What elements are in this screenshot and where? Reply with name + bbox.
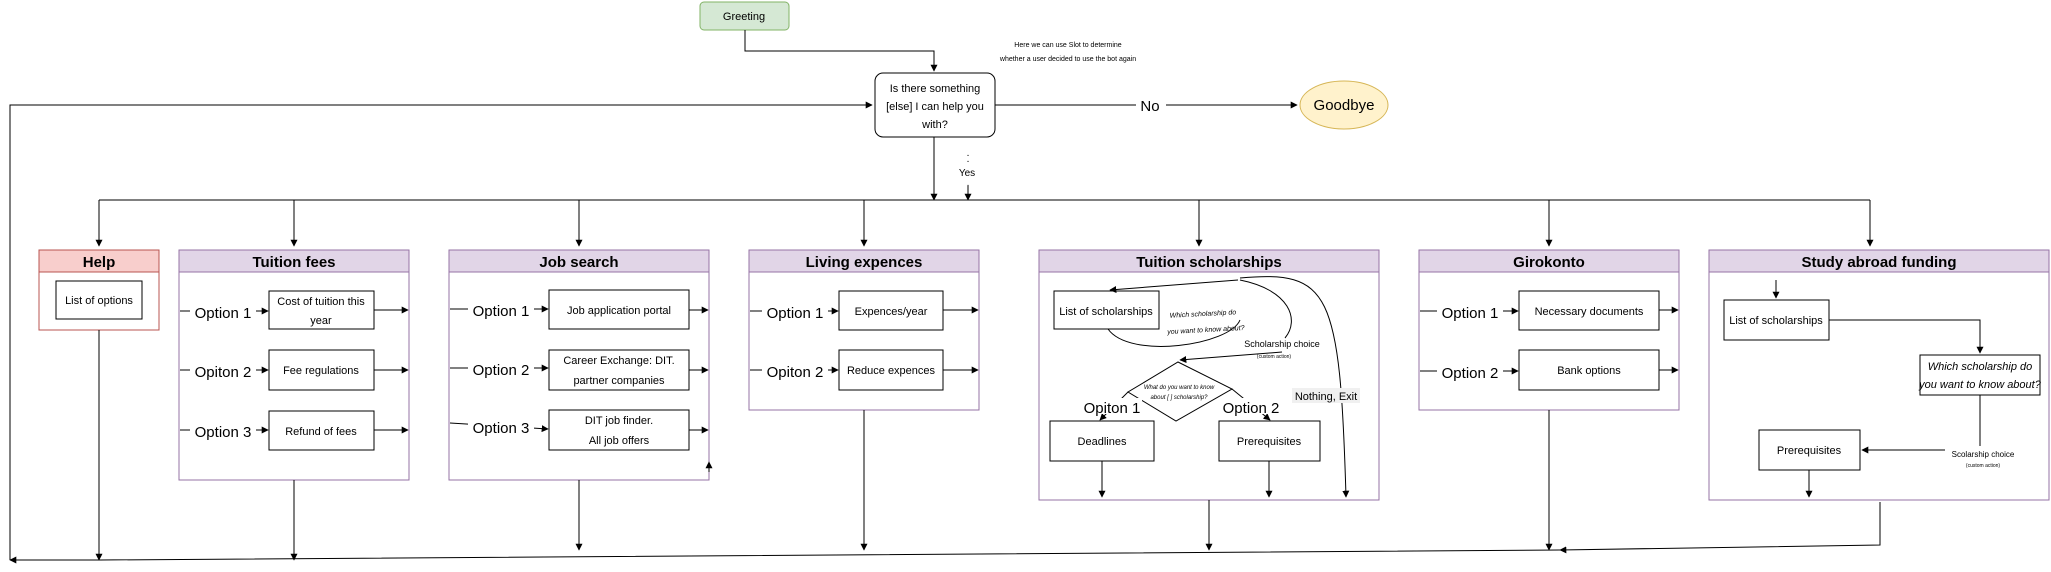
- tuition-fees-section: Tuition fees Option 1 Cost of tuition th…: [178, 249, 410, 481]
- svg-text:Job application portal: Job application portal: [567, 305, 671, 317]
- deadlines-node[interactable]: Deadlines: [1049, 420, 1155, 462]
- svg-text:.: .: [967, 178, 970, 189]
- svg-text:about [ ] scholarship?: about [ ] scholarship?: [1150, 395, 1208, 401]
- svg-text:Tuition fees: Tuition fees: [252, 254, 335, 271]
- svg-text:Option 1: Option 1: [767, 305, 824, 322]
- nothing-exit-label: Nothing, Exit: [1295, 391, 1357, 403]
- svg-text:.: .: [967, 154, 970, 165]
- svg-text:year: year: [310, 315, 332, 327]
- svg-text:Deadlines: Deadlines: [1078, 436, 1127, 448]
- career-exchange-node[interactable]: Career Exchange: DIT. partner companies: [548, 349, 690, 391]
- svg-text:DIT job finder.: DIT job finder.: [585, 415, 653, 427]
- return-line: [9, 549, 1561, 564]
- job-search-section: Job search Option 1 Job application port…: [448, 249, 713, 481]
- reduce-expences-node[interactable]: Reduce expences: [838, 349, 944, 391]
- loop-back-connector: [9, 101, 873, 560]
- svg-text:Option 2: Option 2: [1223, 400, 1280, 417]
- svg-text:Opiton 1: Opiton 1: [1084, 400, 1141, 417]
- svg-text:you want to know about?: you want to know about?: [1918, 379, 2042, 391]
- svg-text:Prerequisites: Prerequisites: [1237, 436, 1302, 448]
- svg-text:Bank options: Bank options: [1557, 365, 1621, 377]
- svg-text:(custom action): (custom action): [1966, 463, 2001, 469]
- fee-regulations-node[interactable]: Fee regulations: [268, 349, 375, 391]
- greeting-connector: [744, 30, 938, 72]
- tf-option-2: Opiton 2: [195, 364, 252, 381]
- question-node[interactable]: Is there something [else] I can help you…: [874, 72, 996, 138]
- svg-text:List of scholarships: List of scholarships: [1059, 306, 1153, 318]
- svg-text:Girokonto: Girokonto: [1513, 254, 1585, 271]
- svg-text:Study abroad funding: Study abroad funding: [1802, 254, 1957, 271]
- svg-text:Which scholarship do: Which scholarship do: [1170, 309, 1237, 319]
- svg-text:with?: with?: [921, 119, 948, 131]
- greeting-node[interactable]: Greeting: [699, 1, 790, 31]
- svg-text:Cost of tuition this: Cost of tuition this: [277, 296, 365, 308]
- svg-text:partner companies: partner companies: [573, 375, 665, 387]
- list-of-options-node[interactable]: List of options: [55, 280, 143, 320]
- job-application-portal-node[interactable]: Job application portal: [548, 289, 690, 330]
- svg-text:List of options: List of options: [65, 295, 133, 307]
- svg-text:Goodbye: Goodbye: [1314, 97, 1375, 114]
- necessary-documents-node[interactable]: Necessary documents: [1518, 290, 1660, 331]
- dit-job-finder-node[interactable]: DIT job finder. All job offers: [548, 409, 690, 451]
- study-abroad-section: Study abroad funding List of scholarship…: [1708, 249, 2050, 501]
- svg-text:Fee regulations: Fee regulations: [283, 365, 359, 377]
- help-section: Help List of options: [38, 249, 160, 331]
- svg-text:Prerequisites: Prerequisites: [1777, 445, 1842, 457]
- svg-text:you want to know about?: you want to know about?: [1166, 325, 1245, 336]
- svg-text:(custom action): (custom action): [1257, 354, 1292, 360]
- scholarships-list-node[interactable]: List of scholarships: [1053, 290, 1160, 330]
- note-text: Here we can use Slot to determine whethe…: [999, 42, 1136, 63]
- svg-text:Option 3: Option 3: [473, 420, 530, 437]
- svg-text:[else] I can help you: [else] I can help you: [886, 101, 984, 113]
- svg-text:Option 2: Option 2: [1442, 365, 1499, 382]
- cost-of-tuition-node[interactable]: Cost of tuition this year: [268, 290, 375, 330]
- abroad-which-node[interactable]: Which scholarship do you want to know ab…: [1918, 354, 2042, 396]
- svg-text:Is there something: Is there something: [890, 83, 981, 95]
- svg-text:List of scholarships: List of scholarships: [1729, 315, 1823, 327]
- svg-text:All job offers: All job offers: [589, 435, 650, 447]
- no-label: No: [1140, 98, 1159, 115]
- svg-text:Which scholarship do: Which scholarship do: [1928, 361, 2033, 373]
- svg-text:Option 2: Option 2: [473, 362, 530, 379]
- svg-text:Job search: Job search: [539, 254, 618, 271]
- svg-text:Living expences: Living expences: [806, 254, 923, 271]
- girokonto-section: Girokonto Option 1 Necessary documents O…: [1418, 249, 1680, 411]
- abroad-prerequisites-node[interactable]: Prerequisites: [1758, 429, 1861, 471]
- tf-option-1: Option 1: [195, 305, 252, 322]
- svg-text:Expences/year: Expences/year: [855, 306, 928, 318]
- svg-text:Greeting: Greeting: [723, 11, 765, 23]
- svg-text:Opiton 2: Opiton 2: [767, 364, 824, 381]
- living-expences-section: Living expences Option 1 Expences/year O…: [748, 249, 980, 411]
- scolarship-choice-label: Scolarship choice: [1952, 450, 2015, 459]
- scholarships-prerequisites-node[interactable]: Prerequisites: [1218, 420, 1321, 462]
- tuition-scholarships-section: Tuition scholarships List of scholarship…: [1038, 249, 1380, 501]
- svg-text:Option 1: Option 1: [473, 303, 530, 320]
- svg-text:Necessary documents: Necessary documents: [1535, 306, 1644, 318]
- bank-options-node[interactable]: Bank options: [1518, 349, 1660, 391]
- svg-text:Refund of fees: Refund of fees: [285, 426, 357, 438]
- svg-text:Option 1: Option 1: [1442, 305, 1499, 322]
- svg-text:whether a user decided to use: whether a user decided to use the bot ag…: [999, 56, 1136, 63]
- expences-year-node[interactable]: Expences/year: [838, 290, 944, 331]
- svg-text:.: .: [967, 148, 970, 159]
- svg-text:What do you want to know: What do you want to know: [1144, 385, 1215, 391]
- svg-text:Career Exchange: DIT.: Career Exchange: DIT.: [563, 355, 674, 367]
- tf-option-3: Option 3: [195, 424, 252, 441]
- abroad-list-node[interactable]: List of scholarships: [1723, 299, 1830, 341]
- what-to-know-decision[interactable]: What do you want to know about [ ] schol…: [1127, 361, 1234, 422]
- refund-of-fees-node[interactable]: Refund of fees: [268, 410, 375, 451]
- svg-text:Reduce expences: Reduce expences: [847, 365, 936, 377]
- yes-label: Yes: [959, 168, 975, 179]
- svg-text:Here we can use Slot to determ: Here we can use Slot to determine: [1014, 42, 1121, 49]
- goodbye-node[interactable]: Goodbye: [1299, 80, 1389, 130]
- svg-text:Tuition scholarships: Tuition scholarships: [1136, 254, 1282, 271]
- scholarship-choice-label: Scholarship choice: [1244, 339, 1320, 349]
- help-title: Help: [83, 254, 116, 271]
